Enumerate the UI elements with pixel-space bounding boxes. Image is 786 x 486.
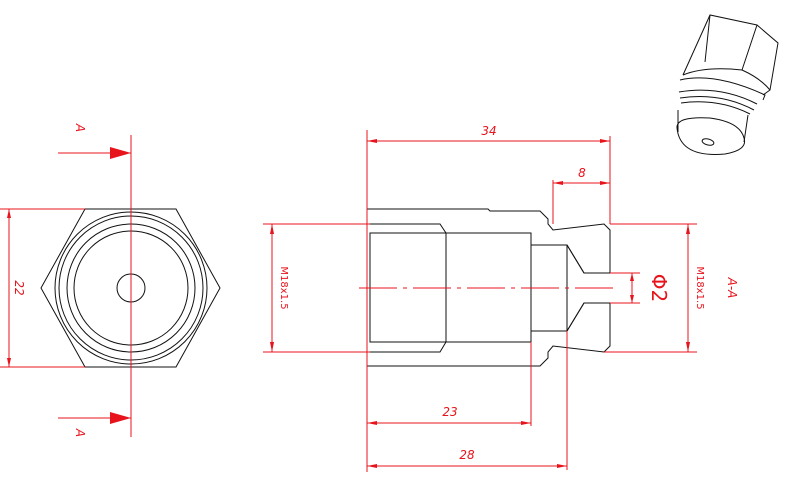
wall-bottom bbox=[366, 302, 611, 367]
dim-hex-22: 22 bbox=[12, 280, 26, 295]
dim-bore-28: 28 bbox=[459, 448, 475, 462]
dim-internal-thread: M18x1.5 bbox=[278, 266, 289, 309]
dim-external-thread: M18x1.5 bbox=[694, 266, 705, 309]
wall-top bbox=[366, 208, 611, 274]
dim-thread-23: 23 bbox=[442, 405, 457, 419]
hex-outline bbox=[40, 208, 221, 368]
dim-tip-8: 8 bbox=[578, 166, 586, 180]
section-view: 34 8 23 28 M18x1.5 M18x1.5 Φ2 A-A bbox=[263, 124, 739, 472]
section-label-top: A bbox=[73, 123, 87, 132]
dim-orifice: Φ2 bbox=[647, 274, 671, 302]
dim-overall-34: 34 bbox=[481, 124, 496, 138]
end-view: A A 22 bbox=[0, 123, 221, 437]
section-view-label: A-A bbox=[725, 277, 739, 299]
iso-orifice bbox=[701, 138, 715, 146]
isometric-view bbox=[676, 14, 779, 155]
section-label-bottom: A bbox=[73, 428, 87, 437]
